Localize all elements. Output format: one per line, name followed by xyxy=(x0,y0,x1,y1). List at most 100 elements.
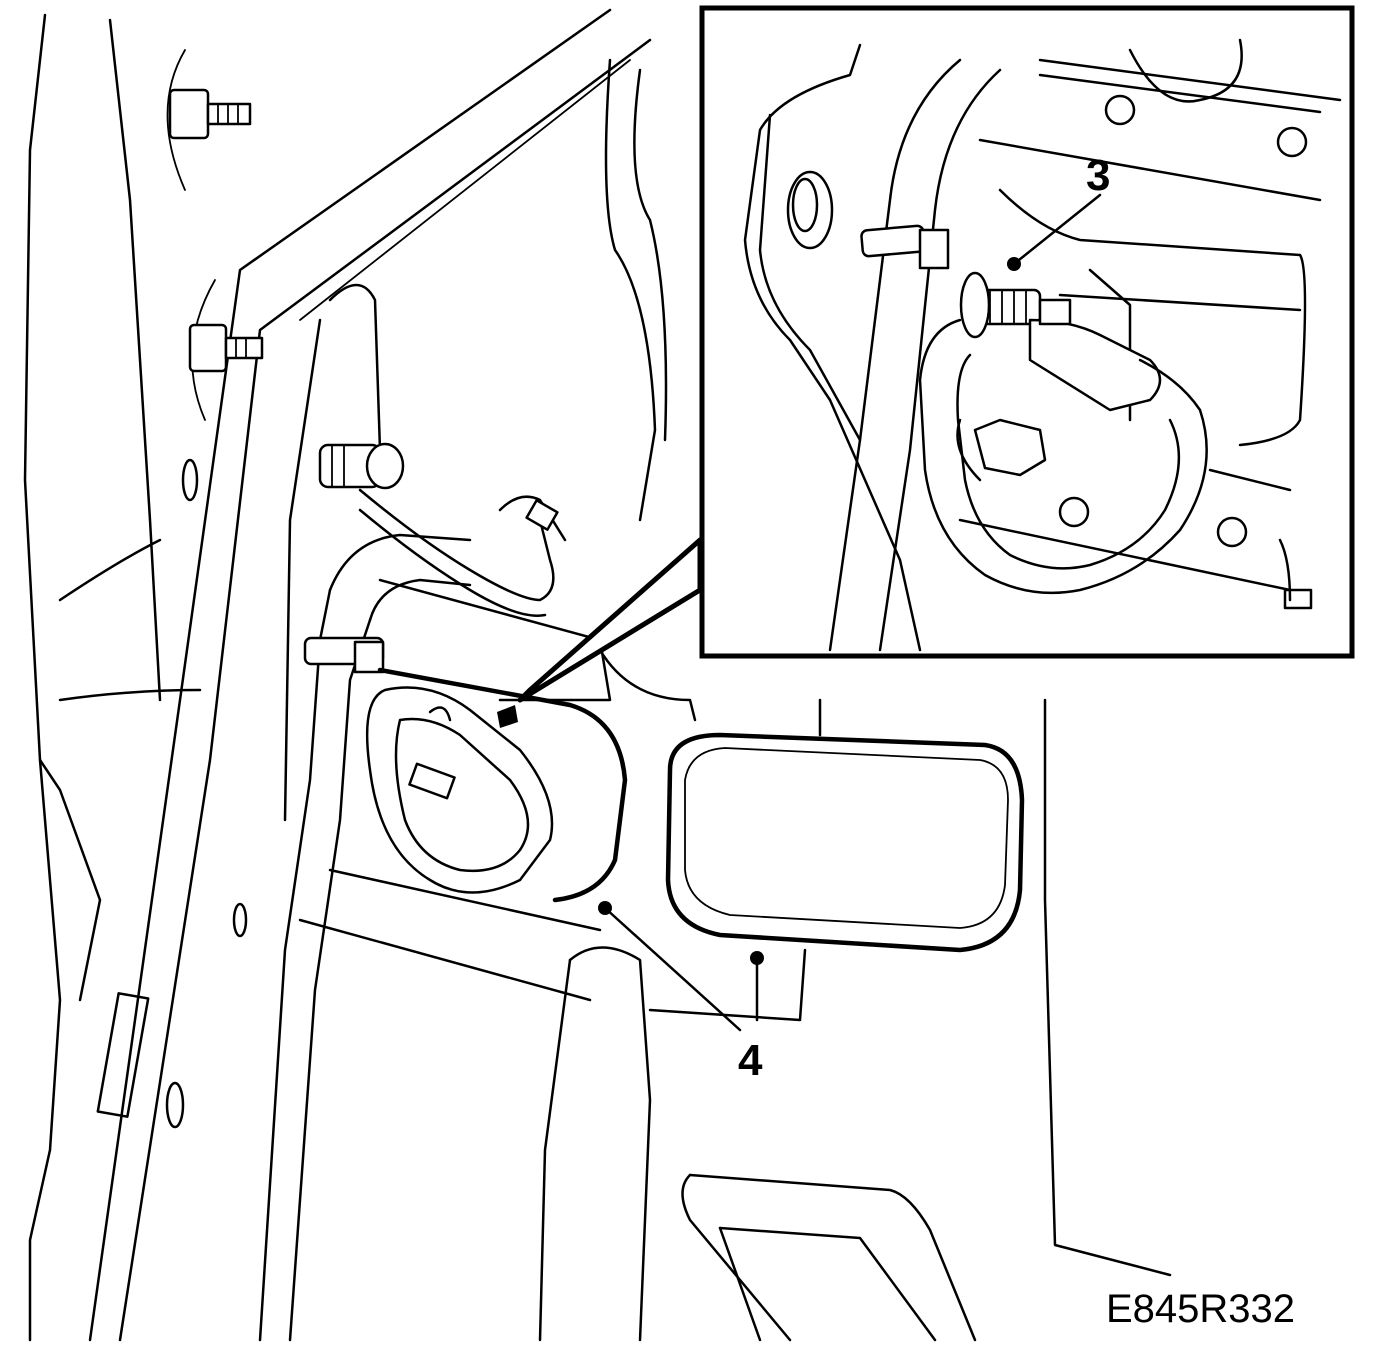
service-cover-seal xyxy=(665,732,1025,953)
seal-outer xyxy=(665,732,1025,953)
callout-4-leader-left xyxy=(603,906,742,1032)
pocket-inner-left xyxy=(718,1226,762,1342)
inset-rod-left xyxy=(828,58,962,652)
frame-slot xyxy=(96,992,150,1118)
wire-harness-upper xyxy=(358,488,555,602)
inset-plate-line-1 xyxy=(978,138,1322,202)
inset-plate-hole-1 xyxy=(1104,94,1136,126)
callout-3-label: 3 xyxy=(1086,151,1110,200)
door-lock-handle-main xyxy=(365,686,554,894)
upper-bolt-thread xyxy=(217,103,239,125)
handle-outer xyxy=(365,686,554,894)
inset-plate-hole-2 xyxy=(1276,126,1308,158)
callout-3-dot xyxy=(1007,257,1021,271)
frame-hole-3 xyxy=(165,1081,185,1129)
pocket-left xyxy=(681,1173,792,1342)
lower-nut-hex xyxy=(188,323,228,373)
window-channel-inner xyxy=(633,68,668,442)
inset-edge-lower xyxy=(1278,538,1292,602)
cable-left-edge xyxy=(258,588,332,1342)
door-frame-inner-edge xyxy=(108,18,162,702)
upper-nut-arc xyxy=(166,49,186,191)
handle-connector xyxy=(408,762,456,800)
callout-4-label: 4 xyxy=(738,1036,763,1085)
door-frame-outer-edge xyxy=(23,13,62,1342)
frame-bracket-lower xyxy=(58,688,202,702)
inset-frame xyxy=(699,5,1355,659)
door-pocket xyxy=(681,1173,977,1342)
inset-handle-outer xyxy=(918,318,1208,595)
inset-rod-clip xyxy=(918,228,950,270)
panel-curve-upper xyxy=(328,283,382,472)
zoom-pointer xyxy=(517,537,703,703)
frame-hole-2 xyxy=(232,902,248,938)
cable-bend-bottom xyxy=(368,578,472,622)
inset-nut-hex xyxy=(973,418,1047,477)
inset-plate-hole-3 xyxy=(1058,496,1090,528)
inset-content xyxy=(743,38,1342,652)
figure-code: E845R332 xyxy=(1106,1287,1295,1331)
handle-pin xyxy=(428,706,452,722)
window-channel xyxy=(604,58,657,522)
inset-lock-handle xyxy=(918,318,1208,595)
panel-post-left xyxy=(538,958,572,1342)
inset-hole-large xyxy=(786,170,834,250)
inset-plate-bottom-2 xyxy=(1208,468,1292,492)
lower-bolt-thread xyxy=(235,337,247,359)
inset-shell-inner xyxy=(758,113,862,442)
upper-bolt-nut xyxy=(166,49,252,191)
seal-inner xyxy=(684,747,1009,929)
callout-bracket xyxy=(648,948,807,1022)
cable-clip xyxy=(353,640,385,674)
pillar-front-edge xyxy=(88,8,612,1342)
inset-plate-hole-4 xyxy=(1216,516,1248,548)
inset-shell-edge xyxy=(743,43,922,652)
lower-bolt-shaft xyxy=(224,336,264,360)
inset-bolt-connector xyxy=(959,271,1162,412)
frame-bracket-line xyxy=(58,538,162,602)
bracket-plate xyxy=(378,578,612,702)
callout-3-leader xyxy=(1012,193,1102,266)
lower-bolt-nut xyxy=(188,279,264,421)
pillar-rear-edge xyxy=(118,38,652,1342)
inset-plate-top-2 xyxy=(1038,73,1322,114)
pillar-inner-line xyxy=(299,59,631,321)
panel-crease-1 xyxy=(328,868,602,932)
panel-post-right xyxy=(568,946,652,1342)
door-rear-edge xyxy=(1043,698,1172,1277)
connector-ribs xyxy=(331,444,345,488)
upper-nut-hex xyxy=(168,88,210,140)
upper-bolt-shaft xyxy=(206,102,252,126)
detail-inset: 3 xyxy=(497,5,1355,728)
inset-bracket-outline xyxy=(998,188,1307,447)
inset-hole-large-inner xyxy=(791,177,819,233)
upper-connector xyxy=(318,442,405,490)
panel-crease-2 xyxy=(298,918,592,1002)
inset-rod-right xyxy=(878,68,1002,652)
inset-handle-inner xyxy=(956,353,1181,570)
inset-rod-clamp xyxy=(860,224,926,258)
zoom-pointer-tip xyxy=(497,705,518,728)
inset-bracket-line xyxy=(1058,293,1302,312)
wire-loop xyxy=(498,495,567,542)
cable-bend-top xyxy=(328,533,472,592)
bracket-tab xyxy=(598,648,697,722)
pocket-inner-top xyxy=(718,1226,937,1342)
connector-cap xyxy=(365,442,405,490)
gasket-seal-main xyxy=(377,667,628,903)
cable-tie-upper xyxy=(525,499,559,531)
panel-inner-edge xyxy=(283,318,322,822)
cable-right-edge xyxy=(288,618,372,1342)
inset-plate-top xyxy=(1038,58,1342,102)
pocket-top xyxy=(688,1173,977,1342)
inset-plate-notch xyxy=(1128,38,1243,103)
lower-frame-line xyxy=(38,758,102,1002)
inset-bolt-head xyxy=(959,271,991,339)
main-view: 4 xyxy=(23,8,1172,1342)
handle-inner xyxy=(394,717,530,872)
inset-connector-plug xyxy=(1038,298,1072,326)
frame-hole-1 xyxy=(181,458,199,502)
inset-plate-tab xyxy=(1283,588,1313,610)
